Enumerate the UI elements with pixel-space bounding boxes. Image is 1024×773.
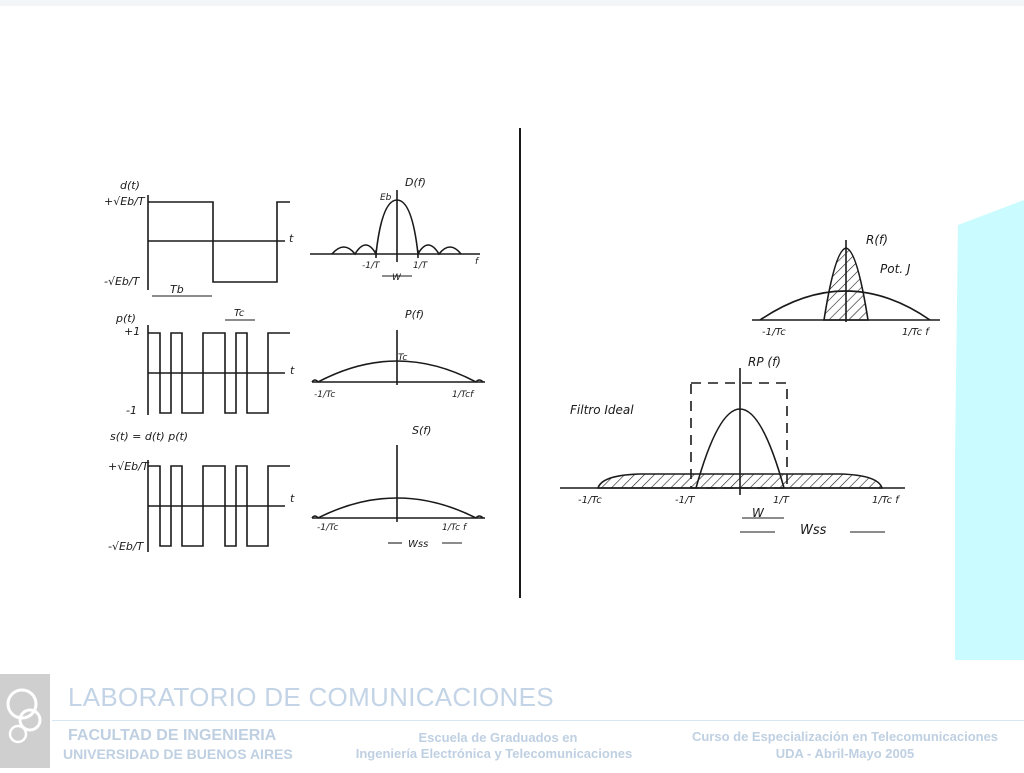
dt-plus-level: +√Eb/T: [104, 195, 146, 208]
pt-title: p(t): [115, 312, 136, 325]
RPf-wss-label: Wss: [800, 523, 827, 538]
course-line-2: UDA - Abril-Mayo 2005: [775, 746, 915, 761]
faculty-name: FACULTAD DE INGENIERIA: [68, 727, 277, 744]
footer-divider: [52, 720, 1024, 721]
lab-title: LABORATORIO DE COMUNICACIONES: [68, 682, 554, 712]
Sf-neg-1Tc: -1/Tc: [317, 523, 338, 533]
Df-neg-1T: -1/T: [362, 261, 381, 271]
Df-peak-eb: Eb: [380, 193, 392, 203]
Df-sinc-curve: [331, 199, 462, 257]
pt-tc-label: Tc: [234, 308, 245, 319]
Rf-jammer-label: Pot. J: [880, 262, 911, 276]
pt-minus-level: -1: [126, 404, 137, 417]
faculty-logo-icon: [0, 674, 50, 768]
ideal-filter-label: Filtro Ideal: [570, 403, 634, 417]
dt-title: d(t): [120, 179, 140, 192]
dt-t-label: t: [289, 232, 294, 245]
Sf-pos-1Tc: 1/Tc f: [442, 523, 468, 533]
st-waveform: [148, 465, 290, 547]
pt-plus-level: +1: [124, 325, 140, 338]
Pf-title: P(f): [405, 308, 424, 321]
RPf-title: RP (f): [748, 355, 781, 369]
st-plus-level: +√Eb/T: [108, 460, 150, 473]
Sf-sidelobes: [311, 515, 484, 519]
st-t-label: t: [290, 492, 295, 505]
ideal-filter-box: [690, 382, 788, 489]
RPf-spread-jammer-hatched: [596, 473, 884, 489]
Rf-pos-1Tc: 1/Tc f: [902, 327, 930, 338]
Rf-jammer-hatched: [823, 247, 869, 321]
Rf-title: R(f): [866, 233, 888, 247]
RPf-neg-1Tc: -1/Tc: [578, 495, 602, 506]
dt-minus-level: -√Eb/T: [104, 275, 141, 288]
Pf-peak-tc: Tc: [398, 353, 407, 363]
Df-pos-1T: 1/T: [413, 261, 429, 271]
university-name: UNIVERSIDAD DE BUENOS AIRES: [63, 746, 293, 762]
Sf-main-lobe: [317, 497, 477, 519]
RPf-neg-1T: -1/T: [675, 495, 695, 506]
dt-waveform: [148, 201, 290, 283]
Pf-pos-1Tc: 1/Tcf: [452, 390, 475, 400]
pt-waveform: [148, 332, 290, 414]
Pf-main-lobe: [317, 360, 477, 383]
Df-title: D(f): [405, 176, 426, 189]
school-line-2: Ingeniería Electrónica y Telecomunicacio…: [355, 746, 633, 761]
Sf-title: S(f): [412, 424, 431, 437]
dt-tb-label: Tb: [170, 283, 184, 296]
st-minus-level: -√Eb/T: [108, 540, 145, 553]
st-title: s(t) = d(t) p(t): [110, 430, 188, 443]
RPf-pos-1Tc: 1/Tc f: [872, 495, 900, 506]
Df-w-label: W: [392, 273, 402, 283]
background-faint-band: [0, 0, 1024, 6]
school-line-1: Escuela de Graduados en: [418, 730, 578, 745]
RPf-w-label: W: [752, 506, 765, 520]
Sf-wss-label: Wss: [408, 539, 428, 550]
background-cyan-shape: [955, 200, 1024, 660]
RPf-despread-lobe: [695, 408, 785, 489]
course-line-1: Curso de Especialización en Telecomunica…: [691, 729, 999, 744]
Pf-sidelobes: [311, 379, 484, 383]
logo-swirl-icon: [6, 688, 42, 744]
Rf-neg-1Tc: -1/Tc: [762, 327, 786, 338]
RPf-pos-1T: 1/T: [773, 495, 790, 506]
Df-f-label: f: [475, 257, 480, 267]
pt-t-label: t: [290, 364, 295, 377]
Pf-neg-1Tc: -1/Tc: [314, 390, 335, 400]
